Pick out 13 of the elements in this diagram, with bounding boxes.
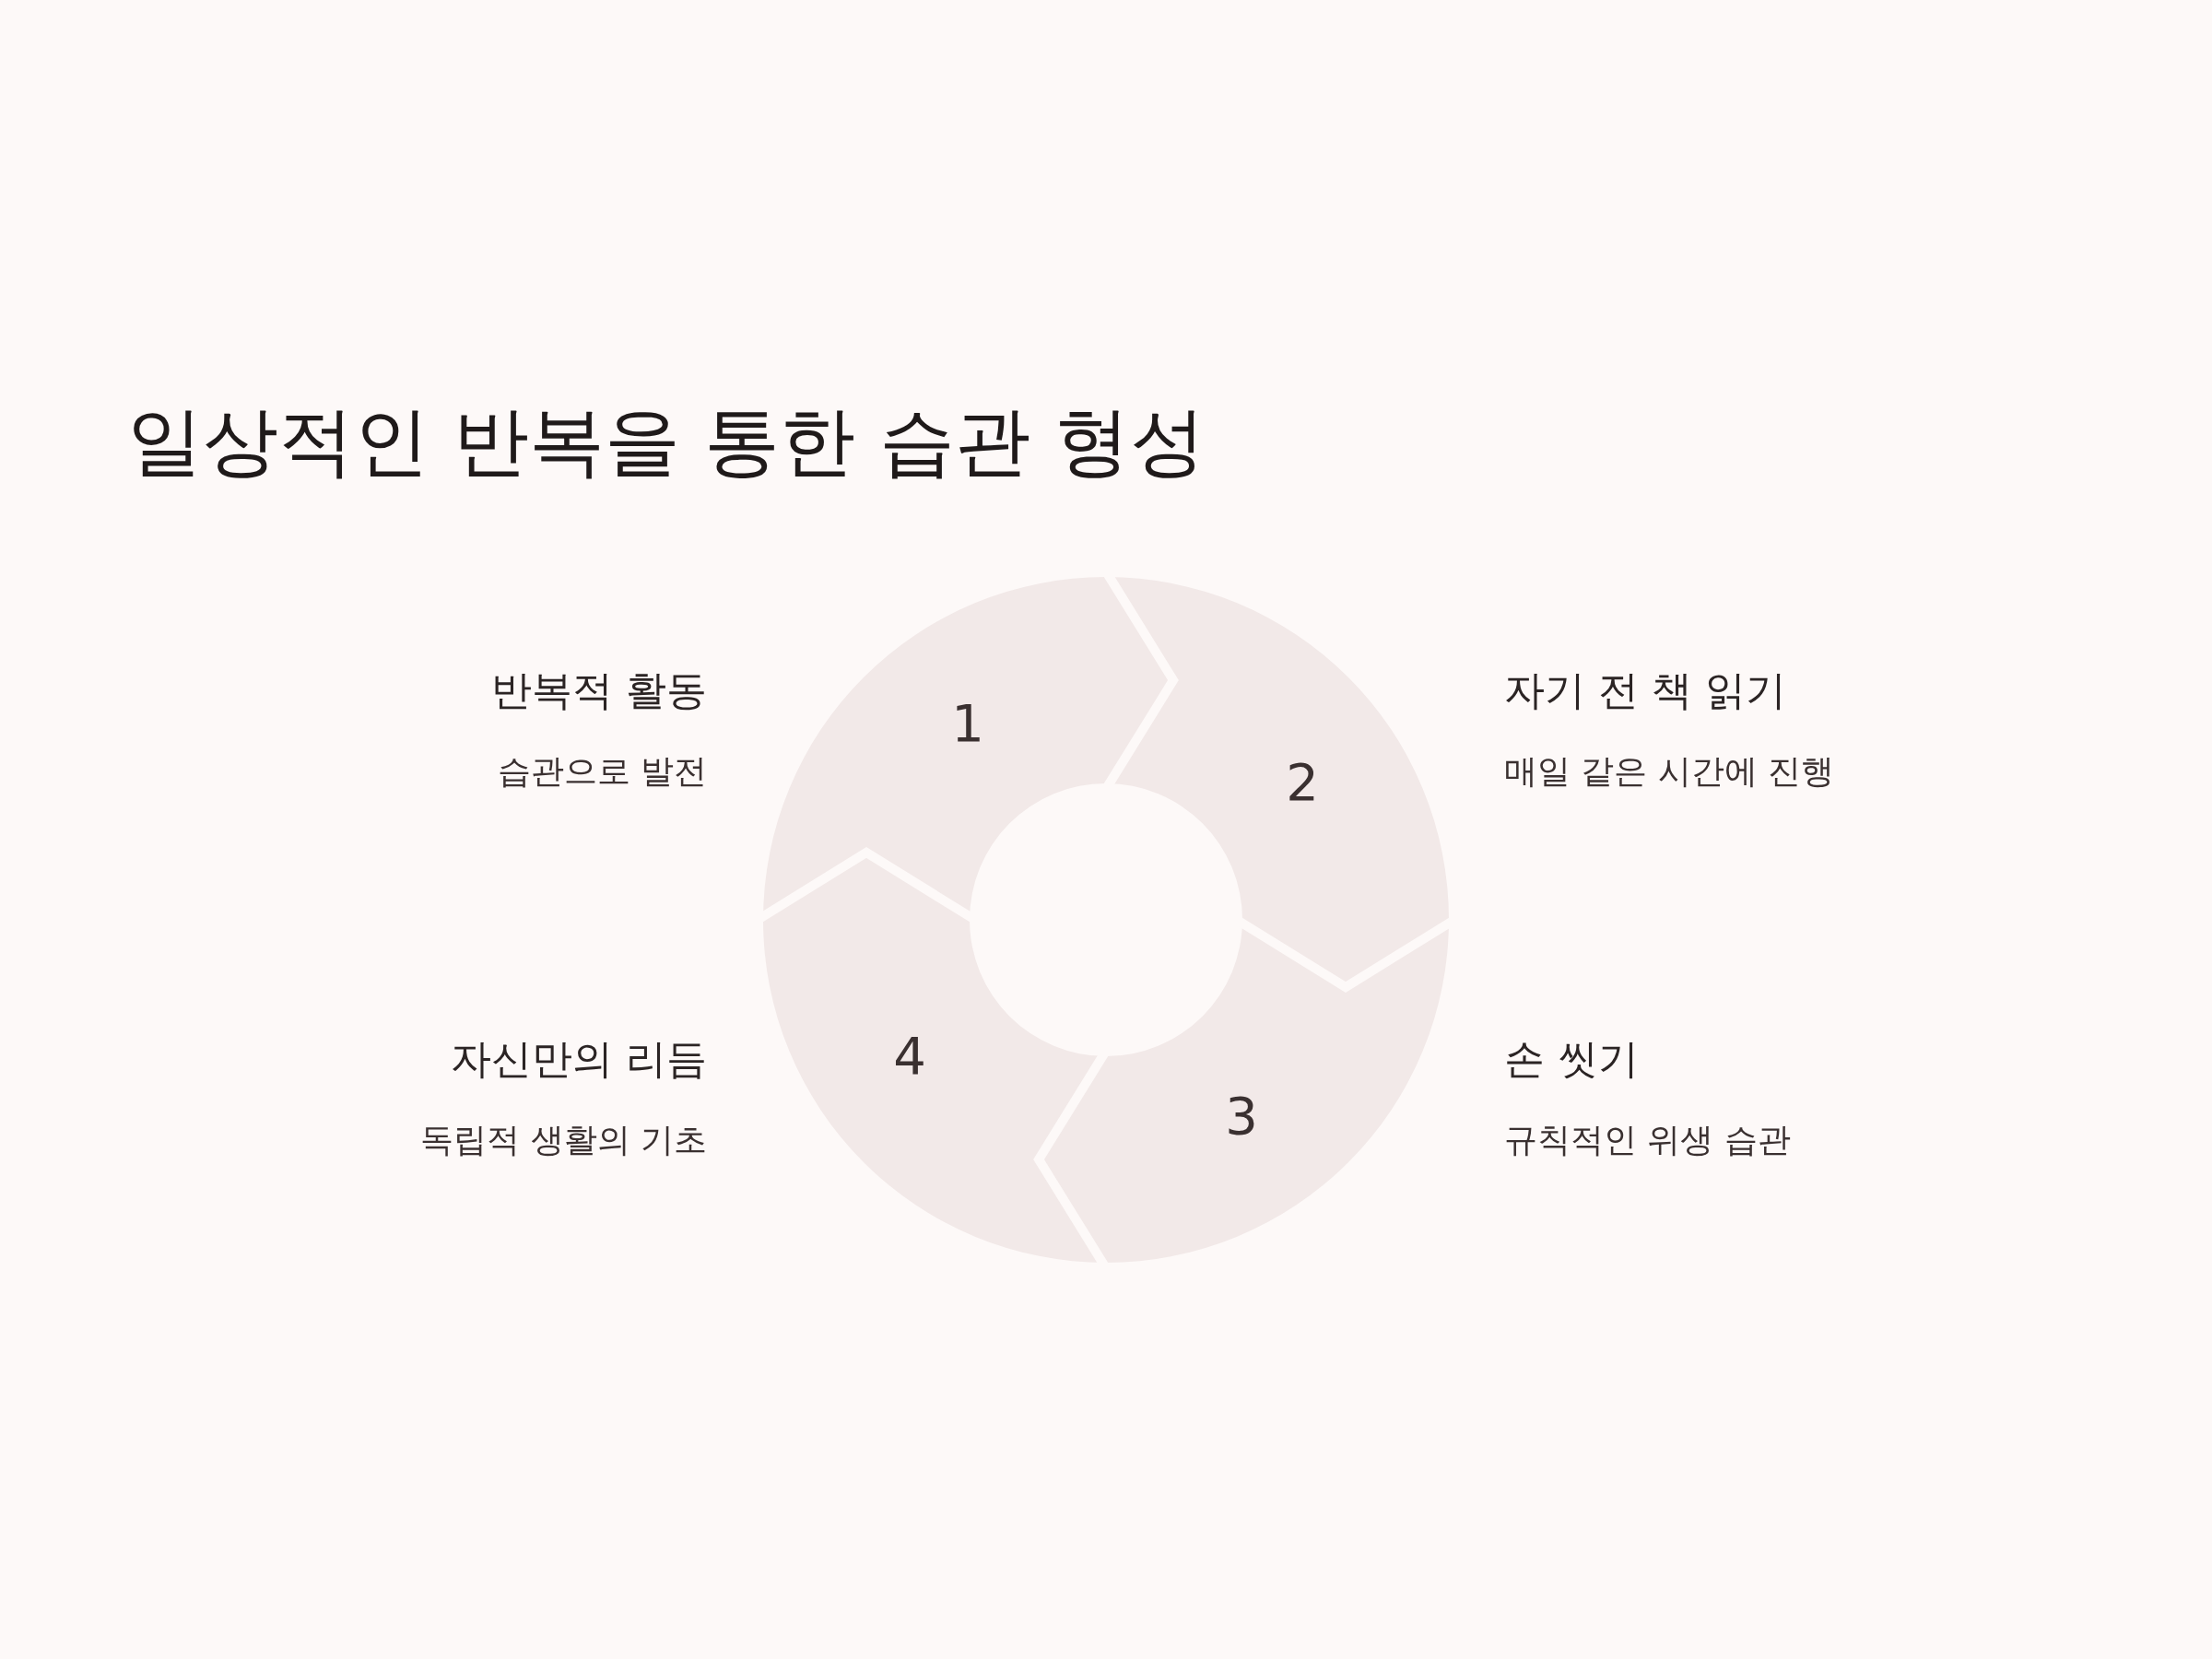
step-heading: 자신만의 리듬 [450,1034,707,1084]
step-heading: 손 씻기 [1504,1034,1640,1084]
step-description: 습관으로 발전 [496,751,707,792]
step-number: 4 [893,1030,926,1082]
step-number: 1 [951,698,984,749]
step-heading: 반복적 활동 [490,665,707,715]
step-description: 규칙적인 위생 습관 [1504,1120,1792,1160]
step-heading: 자기 전 책 읽기 [1504,665,1787,715]
step-description: 매일 같은 시간에 진행 [1504,751,1836,792]
step-number: 3 [1225,1090,1258,1142]
step-description: 독립적 생활의 기초 [419,1120,707,1160]
title: 일상적인 반복을 통한 습관 형성 [127,396,1206,487]
step-number: 2 [1286,757,1319,808]
